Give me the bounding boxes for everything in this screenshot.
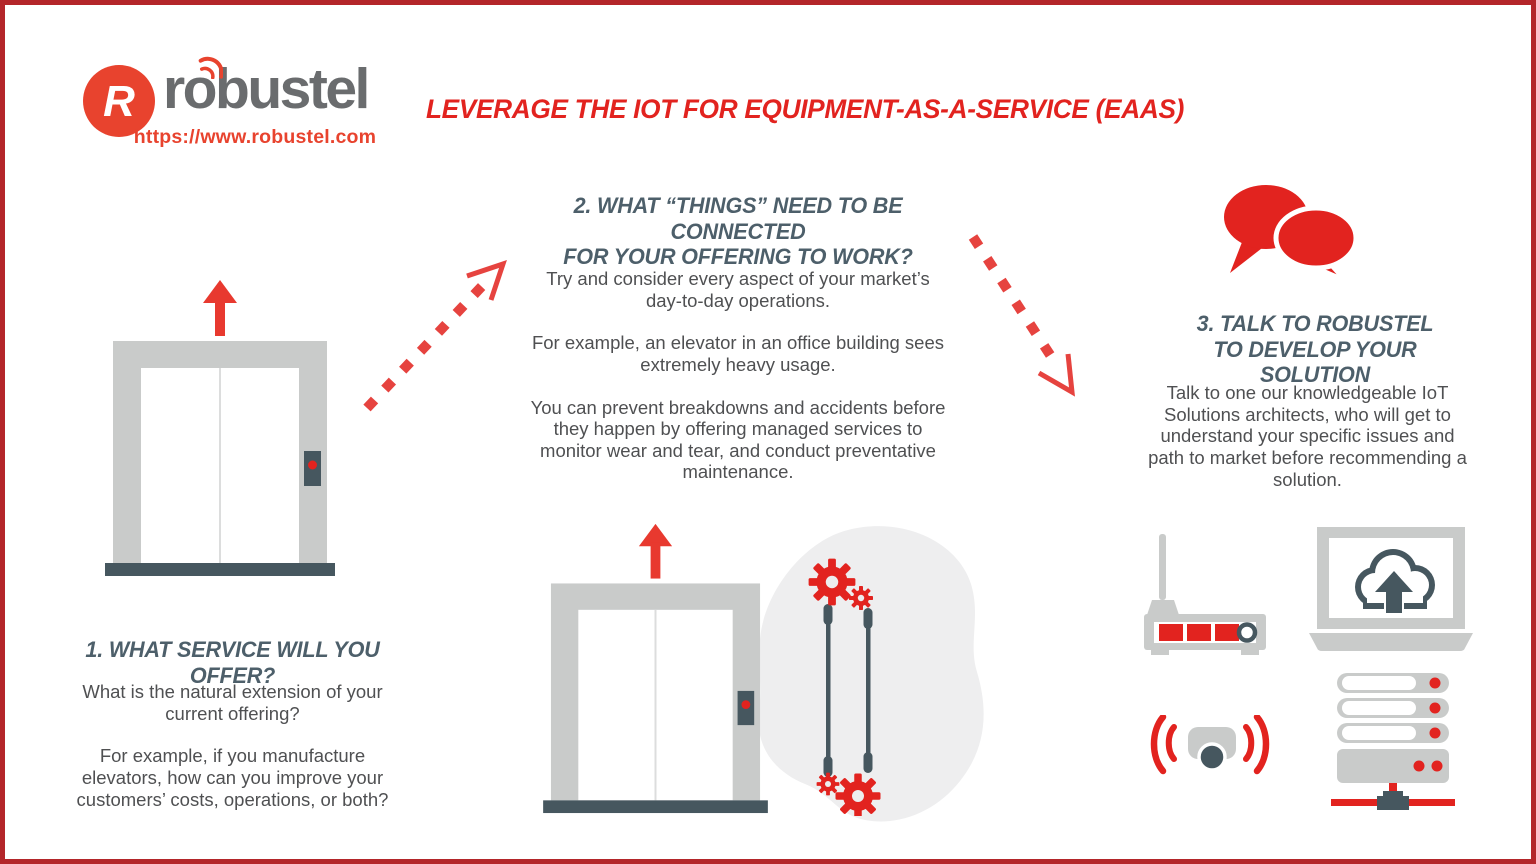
step2-paragraph: For example, an elevator in an office bu…: [531, 332, 945, 375]
logo-wordmark: robustel: [163, 57, 370, 121]
step3-heading: 3. TALK TO ROBUSTEL TO DEVELOP YOUR SOLU…: [1161, 311, 1468, 388]
step2-heading-line1: 2. WHAT “THINGS” NEED TO BE CONNECTED: [573, 193, 903, 244]
dashed-arrow-down-right-icon: [968, 234, 1075, 397]
elevator-icon: [105, 279, 335, 577]
speech-bubbles-icon: [1224, 185, 1359, 284]
wireless-sensor-icon: [1150, 715, 1270, 775]
step3-heading-line1: 3. TALK TO ROBUSTEL: [1196, 311, 1434, 336]
robustel-logo-icon: R: [83, 65, 155, 137]
step1-body: What is the natural extension of your cu…: [65, 681, 400, 831]
server-rack-icon: [1331, 673, 1455, 810]
step2-body: Try and consider every aspect of your ma…: [528, 268, 948, 504]
dashed-arrow-up-right-icon: [363, 260, 507, 412]
router-icon: [1144, 534, 1266, 655]
step3-body: Talk to one our knowledgeable IoT Soluti…: [1140, 382, 1475, 511]
laptop-cloud-upload-icon: [1309, 527, 1473, 651]
signal-arc-icon: [198, 56, 223, 79]
step1-heading: 1. WHAT SERVICE WILL YOU OFFER?: [85, 637, 380, 688]
blob-background: [758, 526, 984, 822]
elevator-icon: [543, 522, 768, 815]
logo-url: https://www.robustel.com: [133, 126, 377, 148]
svg-text:R: R: [103, 77, 135, 126]
step1-paragraph: For example, if you manufacture elevator…: [76, 745, 389, 810]
step2-paragraph: Try and consider every aspect of your ma…: [546, 268, 930, 311]
step2-paragraph: You can prevent breakdowns and accidents…: [530, 396, 946, 483]
gears-cables-icon: [808, 558, 881, 816]
step3-paragraph: Talk to one our knowledgeable IoT Soluti…: [1148, 382, 1467, 490]
step2-heading: 2. WHAT “THINGS” NEED TO BE CONNECTED FO…: [522, 193, 954, 270]
step3-heading-line2: TO DEVELOP YOUR SOLUTION: [1213, 336, 1417, 388]
step2-heading-line2: FOR YOUR OFFERING TO WORK?: [563, 244, 913, 270]
page-title: LEVERAGE THE IOT FOR EQUIPMENT-AS-A-SERV…: [425, 94, 1185, 124]
step1-paragraph: What is the natural extension of your cu…: [82, 681, 383, 724]
